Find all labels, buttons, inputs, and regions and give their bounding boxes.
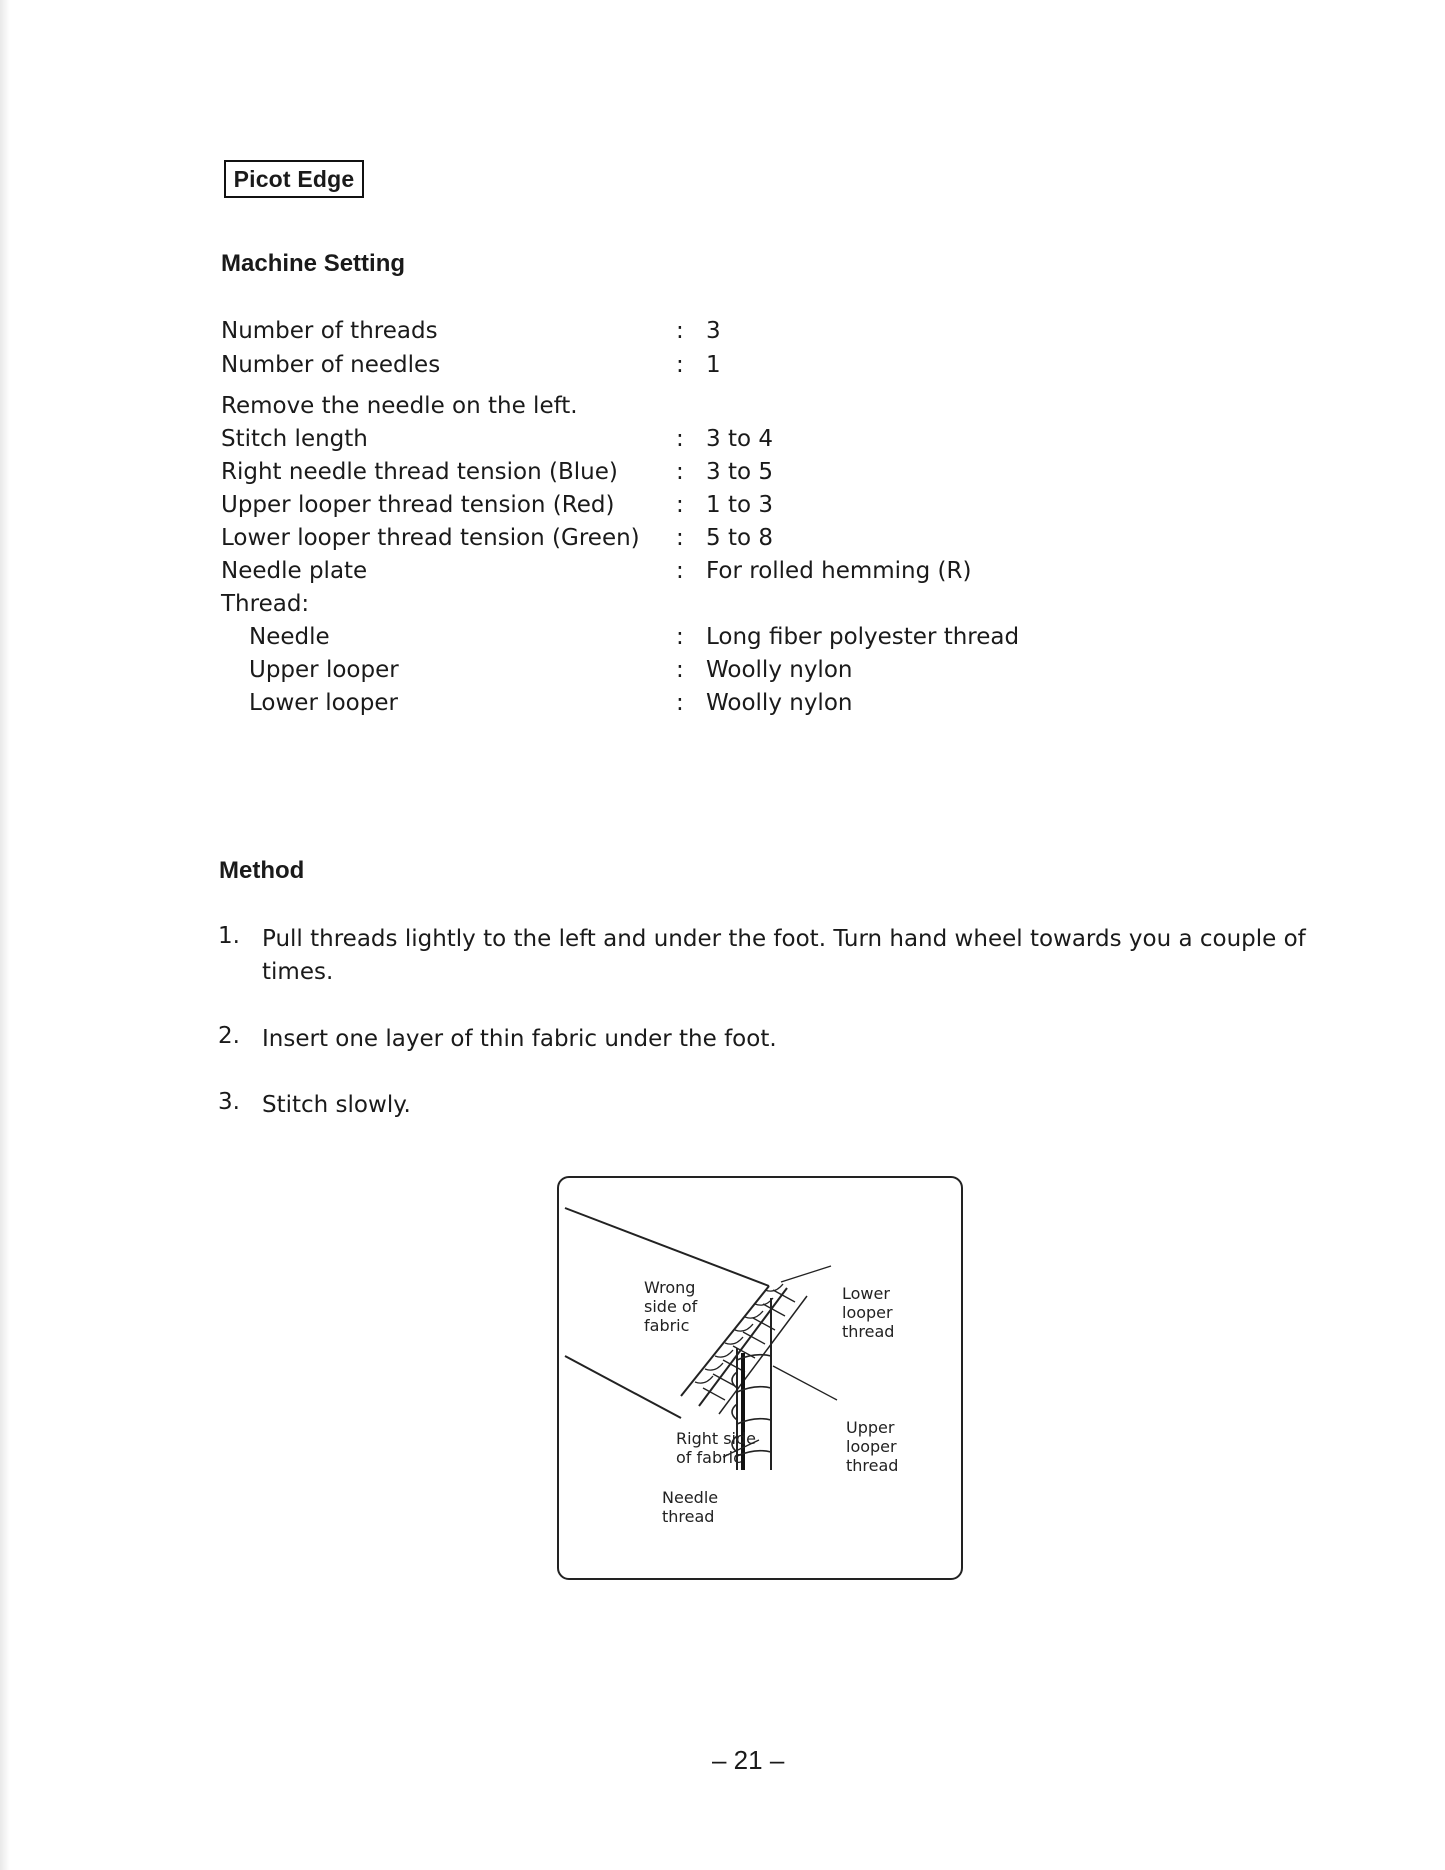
label-lower-looper: Lower looper thread [842, 1284, 895, 1341]
label-right-side: Right side of fabric [676, 1429, 756, 1467]
page-number: – 21 – [712, 1745, 785, 1775]
setting-colon: : [676, 492, 684, 518]
setting-label: Number of threads [221, 318, 438, 344]
step-text: Pull threads lightly to the left and und… [262, 926, 1306, 985]
setting-colon: : [676, 525, 684, 551]
needle-thread-leader [722, 1439, 760, 1458]
step-text: Insert one layer of thin fabric under th… [262, 1026, 777, 1052]
fabric-top-edge [564, 1207, 770, 1287]
method-step: 1. Pull threads lightly to the left and … [218, 923, 1318, 989]
setting-value: 3 to 5 [706, 459, 773, 485]
setting-label: Needle plate [221, 558, 368, 584]
step-number: 3. [218, 1089, 240, 1115]
setting-label: Upper looper [249, 657, 399, 683]
picot-edge-illustration: Wrong side of fabric Lower looper thread… [557, 1176, 963, 1580]
hem-fold-line [680, 1285, 770, 1397]
setting-label: Lower looper thread tension (Green) [221, 525, 640, 551]
stitch-diagram [564, 1207, 838, 1470]
lower-looper-leader [780, 1265, 832, 1283]
setting-colon: : [676, 459, 684, 485]
method-heading: Method [219, 857, 305, 884]
step-text: Stitch slowly. [262, 1092, 411, 1118]
hem-outer-line [698, 1287, 788, 1407]
setting-value: 1 [706, 352, 721, 378]
label-wrong-side: Wrong side of fabric [644, 1278, 698, 1335]
setting-value: 3 [706, 318, 721, 344]
setting-colon: : [676, 352, 684, 378]
setting-label: Number of needles [221, 352, 441, 378]
setting-value: Woolly nylon [706, 657, 853, 683]
setting-colon: : [676, 318, 684, 344]
setting-label: Lower looper [249, 690, 398, 716]
label-needle-thread: Needle thread [662, 1488, 719, 1526]
setting-value: Woolly nylon [706, 690, 853, 716]
setting-value: For rolled hemming (R) [706, 558, 972, 584]
setting-colon: : [676, 558, 684, 584]
setting-colon: : [676, 690, 684, 716]
setting-label: Upper looper thread tension (Red) [221, 492, 615, 518]
setting-value: 1 to 3 [706, 492, 773, 518]
step-number: 1. [218, 923, 240, 949]
setting-label: Needle [249, 624, 330, 650]
page-edge-shadow [0, 0, 10, 1870]
setting-colon: : [676, 426, 684, 452]
machine-setting-heading: Machine Setting [221, 250, 406, 277]
setting-label: Stitch length [221, 426, 368, 452]
setting-note: Remove the needle on the left. [221, 393, 578, 419]
setting-value: 3 to 4 [706, 426, 773, 452]
setting-colon: : [676, 657, 684, 683]
step-number: 2. [218, 1023, 240, 1049]
method-step: 2. Insert one layer of thin fabric under… [218, 1023, 1318, 1056]
upper-looper-leader [772, 1365, 838, 1401]
setting-label: Right needle thread tension (Blue) [221, 459, 618, 485]
label-upper-looper: Upper looper thread [846, 1418, 899, 1475]
section-title: Picot Edge [224, 160, 364, 198]
method-step: 3. Stitch slowly. [218, 1089, 1318, 1122]
fabric-bottom-edge [564, 1355, 682, 1419]
setting-colon: : [676, 624, 684, 650]
setting-value: Long fiber polyester thread [706, 624, 1020, 650]
setting-value: 5 to 8 [706, 525, 773, 551]
setting-subheading: Thread: [221, 591, 310, 617]
